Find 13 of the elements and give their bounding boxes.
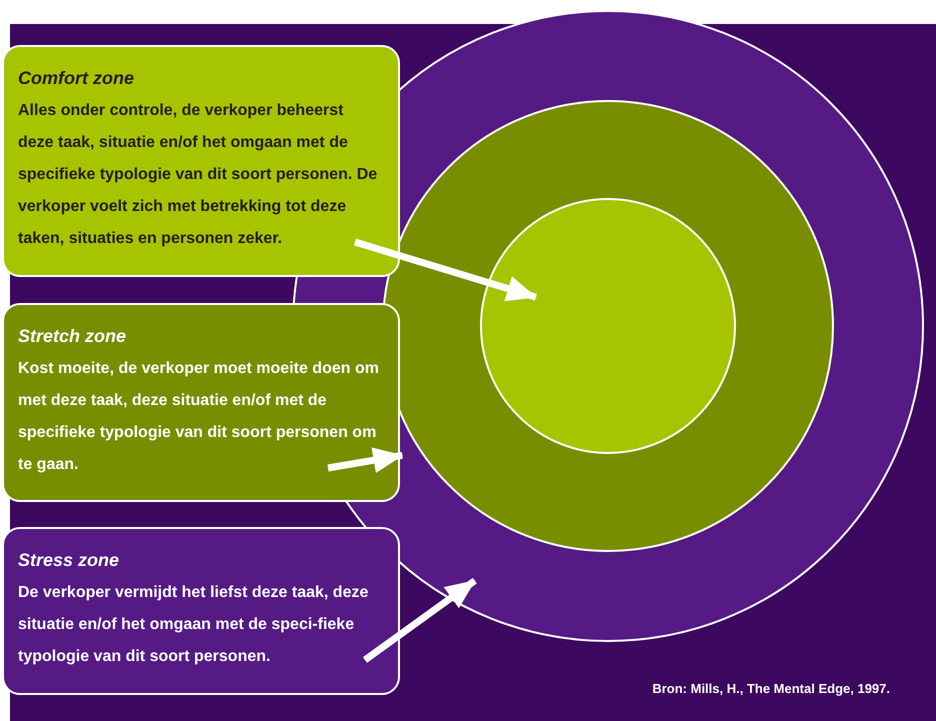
- zone-description: Kost moeite, de verkoper moet moeite doen om met deze taak, deze situatie en/of met de specifieke typologie van dit soort personen om te gaan.: [18, 359, 380, 475]
- callout-box: [2, 527, 400, 695]
- callout-box: [2, 45, 400, 277]
- zone-title: Comfort zone: [18, 67, 135, 90]
- callout-box: [2, 303, 400, 502]
- zone-title: Stretch zone: [18, 325, 128, 348]
- arrow: [327, 447, 404, 474]
- source-caption: Bron: Mills, H., The Mental Edge, 1997.: [652, 681, 890, 696]
- arrow: [362, 578, 477, 663]
- arrow: [354, 238, 537, 302]
- zone-description: De verkoper vermijdt het liefst deze taak, deze situatie en/of het omgaan met de speci-fieke typologie van dit soort personen.: [18, 583, 370, 667]
- zone-description: Alles onder controle, de verkoper beheerst deze taak, situatie en/of het omgaan met de specifieke typologie van dit soort personen. De verkoper voelt zich met betrekking tot deze taken, situaties en personen zeker.: [18, 101, 378, 249]
- zone-title: Stress zone: [18, 549, 120, 572]
